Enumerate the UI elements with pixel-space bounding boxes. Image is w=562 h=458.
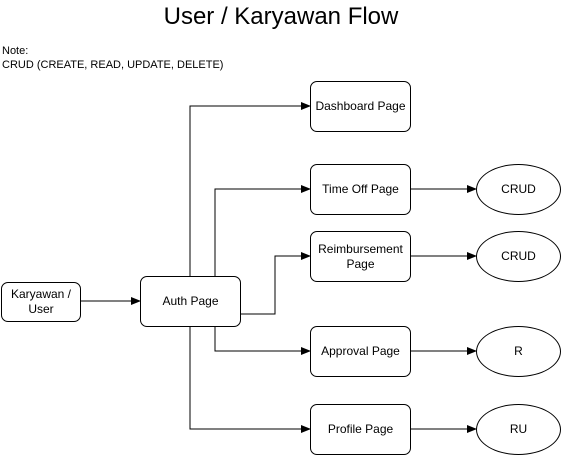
edge-auth-profile bbox=[189, 326, 311, 433]
edge-auth-dashboard bbox=[189, 102, 311, 276]
edge-auth-approval bbox=[214, 326, 311, 355]
note: Note: CRUD (CREATE, READ, UPDATE, DELETE… bbox=[2, 44, 223, 72]
node-auth-page[interactable]: Auth Page bbox=[140, 276, 241, 327]
node-timeoff-page[interactable]: Time Off Page bbox=[310, 164, 411, 215]
node-reimbursement-ops[interactable]: CRUD bbox=[476, 231, 561, 282]
node-reimbursement-page[interactable]: Reimbursement Page bbox=[310, 231, 411, 282]
edge-auth-timeoff bbox=[214, 185, 311, 276]
note-text: CRUD (CREATE, READ, UPDATE, DELETE) bbox=[2, 59, 224, 71]
edge-auth-reimbursement bbox=[240, 252, 311, 315]
node-dashboard-page[interactable]: Dashboard Page bbox=[310, 81, 411, 132]
note-heading: Note: bbox=[2, 45, 29, 57]
node-timeoff-ops[interactable]: CRUD bbox=[476, 164, 561, 215]
node-profile-page[interactable]: Profile Page bbox=[310, 404, 411, 455]
node-karyawan[interactable]: Karyawan / User bbox=[1, 282, 81, 322]
node-profile-ops[interactable]: RU bbox=[476, 404, 561, 455]
node-approval-ops[interactable]: R bbox=[476, 326, 561, 377]
diagram-title: User / Karyawan Flow bbox=[163, 3, 399, 30]
node-approval-page[interactable]: Approval Page bbox=[310, 326, 411, 377]
